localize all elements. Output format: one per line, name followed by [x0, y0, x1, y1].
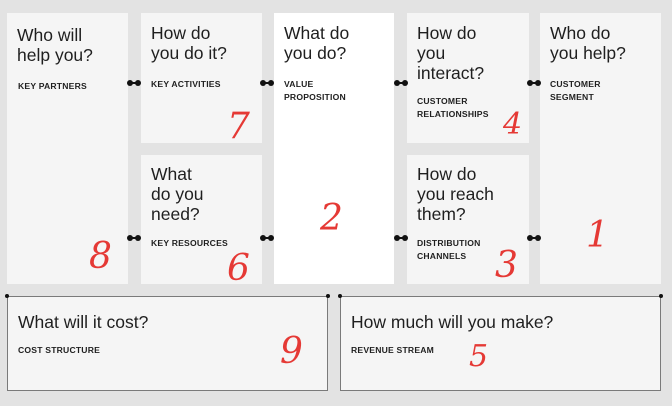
customer-relationships-question: How do you interact? [417, 23, 485, 83]
revenue-stream-label: REVENUE STREAM [351, 345, 435, 355]
customer-segment-label: CUSTOMER SEGMENT [550, 79, 601, 102]
cost-structure-number: 9 [280, 331, 303, 372]
connector-relationships-segment [527, 80, 541, 86]
customer-segment-block: Who do you help? CUSTOMER SEGMENT 1 [540, 13, 661, 284]
connector-value-relationships [394, 80, 408, 86]
distribution-channels-label: DISTRIBUTION CHANNELS [417, 238, 481, 261]
corner-dot [5, 294, 9, 298]
value-proposition-number: 2 [320, 198, 343, 239]
connector-value-channels [394, 235, 408, 241]
customer-relationships-number: 4 [503, 107, 523, 142]
cost-structure-question: What will it cost? [18, 312, 149, 332]
key-resources-block: What do you need? KEY RESOURCES 6 [141, 155, 262, 289]
corner-dot [659, 294, 663, 298]
key-partners-label: KEY PARTNERS [18, 81, 87, 91]
key-partners-question: Who will help you? [17, 25, 93, 65]
key-resources-label: KEY RESOURCES [151, 238, 228, 248]
connector-partners-activities [127, 80, 141, 86]
cost-structure-label: COST STRUCTURE [18, 345, 101, 355]
key-partners-block: Who will help you? KEY PARTNERS 8 [7, 13, 128, 284]
cost-structure-block: What will it cost? COST STRUCTURE 9 [7, 296, 328, 391]
key-resources-question: What do you need? [151, 164, 204, 224]
distribution-channels-question: How do you reach them? [417, 164, 494, 224]
customer-relationships-block: How do you interact? CUSTOMER RELATIONSH… [407, 13, 529, 143]
connector-partners-resources [127, 235, 141, 241]
value-proposition-question: What do you do? [284, 23, 350, 63]
customer-relationships-label: CUSTOMER RELATIONSHIPS [417, 96, 489, 119]
key-activities-number: 7 [227, 106, 250, 147]
corner-dot [338, 294, 342, 298]
key-partners-number: 8 [89, 236, 112, 277]
distribution-channels-block: How do you reach them? DISTRIBUTION CHAN… [407, 155, 529, 284]
revenue-stream-number: 5 [469, 339, 489, 374]
revenue-stream-question: How much will you make? [351, 312, 554, 332]
key-activities-question: How do you do it? [151, 23, 227, 63]
value-proposition-label: VALUE PROPOSITION [284, 79, 346, 102]
distribution-channels-number: 3 [495, 245, 518, 286]
key-activities-label: KEY ACTIVITIES [151, 79, 221, 89]
connector-resources-value [260, 235, 274, 241]
customer-segment-question: Who do you help? [550, 23, 626, 63]
key-resources-number: 6 [227, 248, 250, 289]
connector-activities-value [260, 80, 274, 86]
key-activities-block: How do you do it? KEY ACTIVITIES 7 [141, 13, 262, 147]
revenue-stream-block: How much will you make? REVENUE STREAM 5 [340, 296, 661, 391]
value-proposition-block: What do you do? VALUE PROPOSITION 2 [274, 13, 394, 284]
corner-dot [326, 294, 330, 298]
customer-segment-number: 1 [586, 215, 609, 256]
connector-channels-segment [527, 235, 541, 241]
